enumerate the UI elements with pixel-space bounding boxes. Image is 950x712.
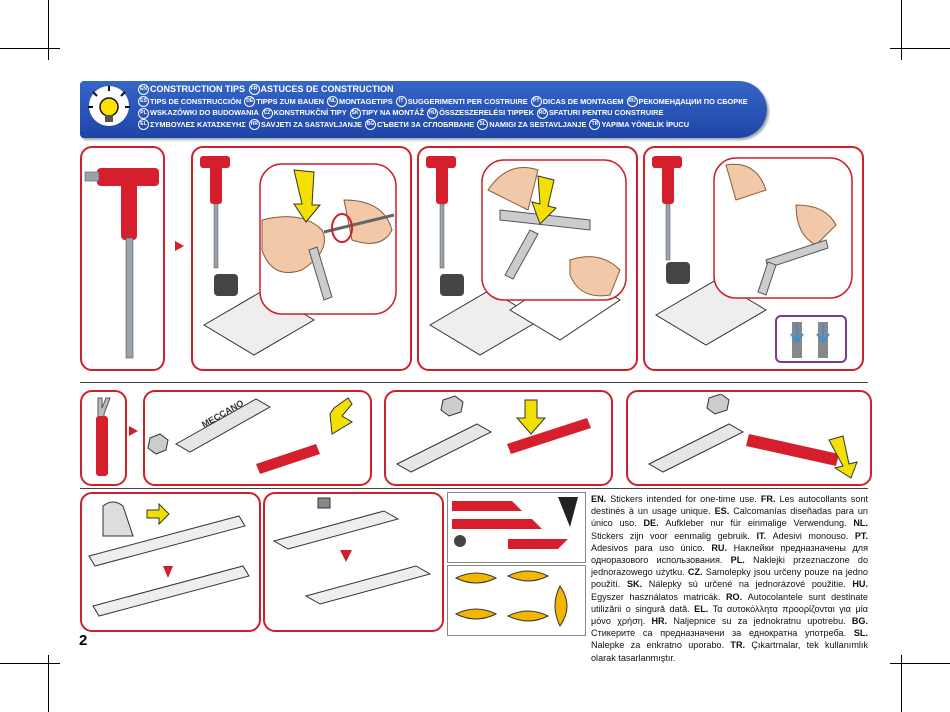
language-code: HR. [651, 616, 673, 626]
tip-title: TIPY NA MONTÁŽ [362, 108, 426, 117]
language-code-badge: RO [537, 108, 548, 119]
tip-title: SAVJETI ZA SASTAVLJANJE [261, 120, 364, 129]
sticker-note-text: Nalepke za enkratno uporabo. [591, 640, 730, 650]
multi-tool-illustration [86, 394, 118, 480]
tip-title: KONSTRUKČNÍ TIPY [274, 108, 349, 117]
section-divider [80, 488, 868, 489]
sticker-note-text: Stickers zijn voor eenmalig gebruik. [591, 531, 756, 541]
language-code: BG. [852, 616, 868, 626]
tip-title: YAPIMA YÖNELİK İPUCU [601, 120, 689, 129]
language-code: IT. [756, 531, 772, 541]
sticker-note-text: Стикерите са предназначени за еднократна… [591, 628, 854, 638]
tip-title: TIPS DE CONSTRUCCIÓN [150, 97, 243, 106]
tip-title: СЪВЕТИ ЗА СГЛОБЯВАНЕ [377, 120, 476, 129]
next-step-arrow [175, 241, 184, 251]
tip-title: NAMIGI ZA SESTAVLJANJE [489, 120, 588, 129]
section-divider [80, 382, 868, 383]
sticker-note-text: Stickers intended for one-time use. [610, 494, 761, 504]
language-code-badge: TR [589, 119, 600, 130]
crop-mark [0, 48, 60, 49]
bolt-strip-illustration [83, 496, 255, 626]
language-code: CZ. [688, 567, 706, 577]
sticker-note-text: Adesivi monouso. [773, 531, 855, 541]
tip-title: TIPPS ZUM BAUEN [256, 97, 326, 106]
tip-title: SUGGERIMENTI PER COSTRUIRE [408, 97, 530, 106]
language-code-badge: FR [249, 84, 260, 95]
nut-strip-illustration [266, 496, 438, 626]
language-code: PT. [855, 531, 868, 541]
crop-mark [48, 0, 49, 60]
tip-title: MONTAGETIPS [339, 97, 395, 106]
crop-mark [901, 0, 902, 60]
sticker-note-text: Egyszer használatos matricák. [591, 592, 726, 602]
language-code: ES. [715, 506, 734, 516]
wrench-nut-illustration: MECCANO [146, 394, 366, 480]
crop-mark [0, 663, 60, 664]
language-code-badge: HU [427, 108, 438, 119]
language-code-badge: CZ [262, 108, 273, 119]
language-code: NL. [853, 518, 868, 528]
language-code-badge: EL [138, 119, 149, 130]
tip-title: ΣΥΜΒΟΥΛΕΣ ΚΑΤΑΣΚΕΥΗΣ [150, 120, 248, 129]
language-code: RO. [726, 592, 748, 602]
language-code-badge: PT [531, 96, 542, 107]
crop-mark [890, 663, 950, 664]
sticker-note-text: Nálepky sú určené na jednorázové použiti… [649, 579, 853, 589]
lightbulb-icon [84, 82, 134, 134]
stickers-note: EN. Stickers intended for one-time use. … [591, 493, 868, 664]
wrench-nut-illustration [387, 394, 607, 480]
crop-mark [890, 48, 950, 49]
sticker-sheet-illustration [448, 493, 584, 561]
wrench-nut-illustration [629, 394, 865, 480]
language-code-badge: ES [138, 96, 149, 107]
language-code-badge: SL [477, 119, 488, 130]
sticker-note-text: Naljepnice su za jednokratnu upotrebu. [673, 616, 852, 626]
language-code-badge: NL [327, 96, 338, 107]
next-step-arrow [129, 426, 138, 436]
language-code: FR. [761, 494, 780, 504]
tip-title: ASTUCES DE CONSTRUCTION [261, 84, 394, 94]
language-code-badge: SK [350, 108, 361, 119]
language-code: PL. [731, 555, 753, 565]
tip-title: WSKAZÓWKI DO BUDOWANIA [150, 108, 261, 117]
screw-tightening-illustration [420, 150, 632, 364]
hex-key-illustration [83, 150, 161, 366]
tip-title: РЕКОМЕНДАЦИИ ПО СБОРКЕ [639, 97, 748, 106]
sticker-note-text: Aufkleber nur für einmalige Verwendung. [665, 518, 853, 528]
language-code: SL. [854, 628, 868, 638]
language-code: DE. [643, 518, 665, 528]
language-code: SK. [627, 579, 649, 589]
language-code-badge: RU [627, 96, 638, 107]
language-code-badge: IT [396, 96, 407, 107]
language-code-badge: HR [249, 119, 260, 130]
screw-tightening-illustration [646, 150, 858, 364]
language-code: EN. [591, 494, 610, 504]
language-code: RU. [711, 543, 733, 553]
sticker-note-text: Adesivos para uso único. [591, 543, 711, 553]
flame-sticker-illustration [448, 566, 584, 634]
page-number: 2 [79, 632, 87, 649]
language-code-badge: DE [244, 96, 255, 107]
screw-tightening-illustration [194, 150, 406, 364]
language-code-badge: EN [138, 84, 149, 95]
language-code-badge: PL [138, 108, 149, 119]
tip-title: DICAS DE MONTAGEM [543, 97, 626, 106]
language-code: HU. [852, 579, 868, 589]
tip-title: ÖSSZESZERELÉSI TIPPEK [439, 108, 536, 117]
language-code: TR. [730, 640, 751, 650]
tip-title: SFATURI PENTRU CONSTRUIRE [549, 108, 663, 117]
construction-tips-title: ENCONSTRUCTION TIPS FRASTUCES DE CONSTRU… [137, 84, 748, 130]
language-code: EL. [694, 604, 713, 614]
tip-title: CONSTRUCTION TIPS [150, 84, 248, 94]
language-code-badge: BG [365, 119, 376, 130]
